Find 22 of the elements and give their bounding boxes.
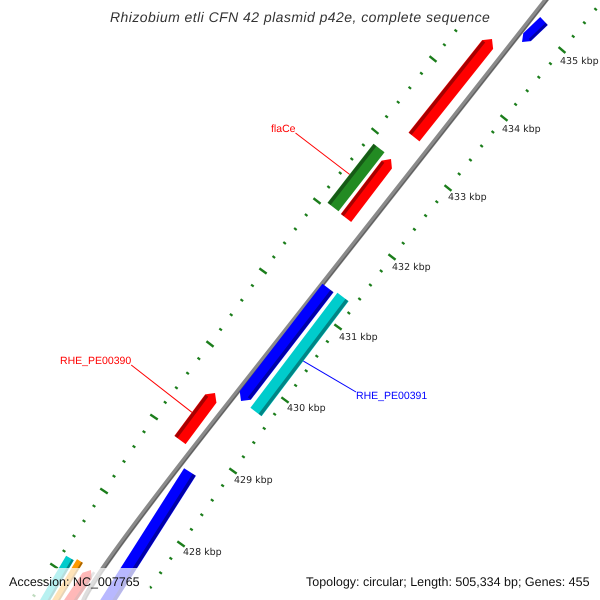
title: Rhizobium etli CFN 42 plasmid p42e, complete sequence <box>110 9 490 25</box>
scale-label: 428 kbp <box>183 547 222 558</box>
scale-label: 430 kbp <box>287 403 326 414</box>
gene-feature <box>522 17 548 42</box>
gene-feature <box>340 159 392 222</box>
gene-feature <box>174 393 216 444</box>
gene-label: RHE_PE00390 <box>60 355 132 367</box>
footer-text: Accession: NC_007765 <box>9 575 140 589</box>
gene-feature <box>327 144 385 212</box>
scale-label: 429 kbp <box>234 475 273 486</box>
leader-line <box>130 364 192 413</box>
gene-feature <box>240 284 334 401</box>
scale-label: 435 kbp <box>560 56 599 67</box>
scale-label: 431 kbp <box>339 332 378 343</box>
gene-feature <box>408 39 494 142</box>
leader-line <box>302 360 356 392</box>
gene-label: RHE_PE00391 <box>356 390 428 402</box>
scale-label: 433 kbp <box>448 192 487 203</box>
scale-label: 434 kbp <box>502 124 541 135</box>
gene-label: flaCe <box>271 123 296 135</box>
footer-text: Topology: circular; Length: 505,334 bp; Genes: 455 <box>306 575 590 589</box>
scale-label: 432 kbp <box>392 262 431 273</box>
